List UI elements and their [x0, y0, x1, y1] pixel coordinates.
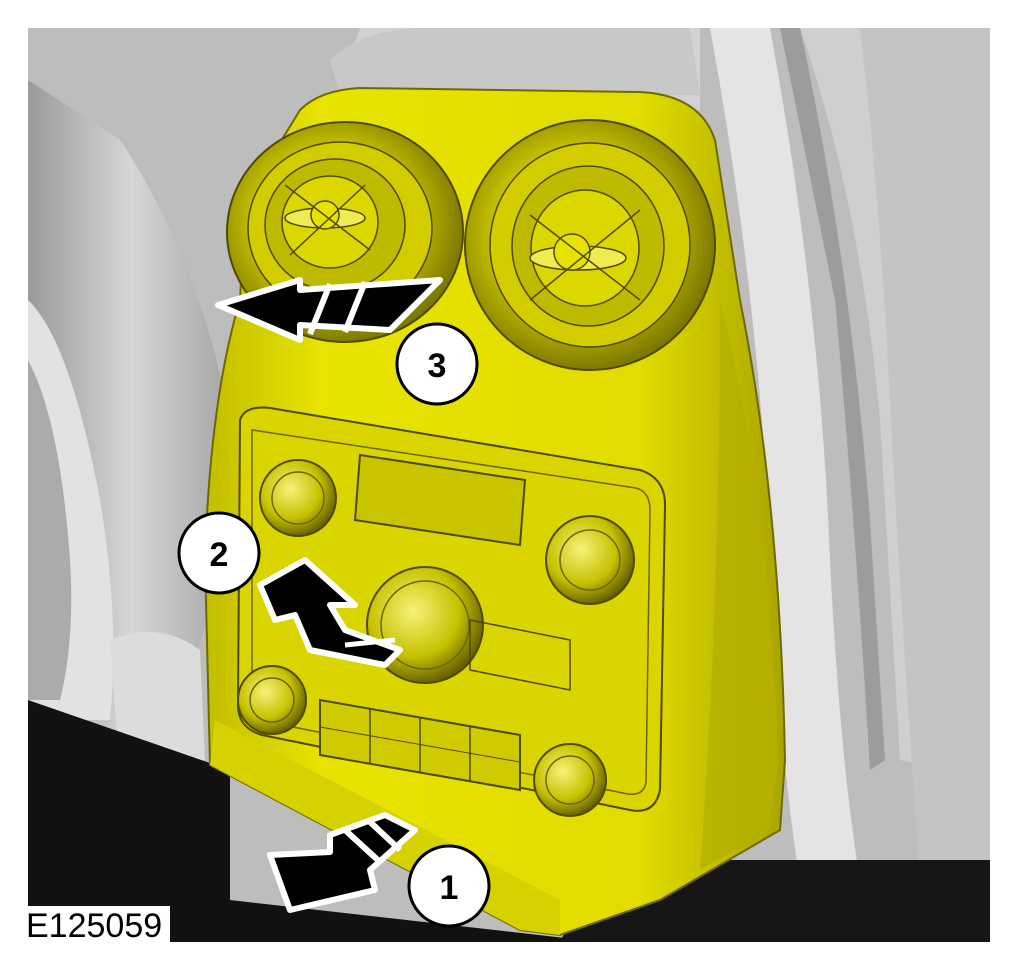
right-air-vent	[464, 119, 716, 371]
control-knobs	[237, 459, 635, 817]
callout-1: 1	[407, 844, 491, 928]
direction-arrow-2	[257, 557, 403, 668]
callout-3: 3	[395, 322, 479, 406]
direction-arrow-3	[215, 277, 443, 343]
rear-console	[203, 86, 787, 937]
callout-2-label: 2	[210, 536, 229, 574]
direction-arrow-1	[267, 812, 418, 913]
callout-3-label: 3	[428, 347, 447, 385]
figure-id-label: E125059	[22, 906, 170, 946]
callout-2: 2	[177, 511, 261, 595]
callout-1-label: 1	[440, 869, 459, 907]
button-row	[319, 698, 521, 792]
